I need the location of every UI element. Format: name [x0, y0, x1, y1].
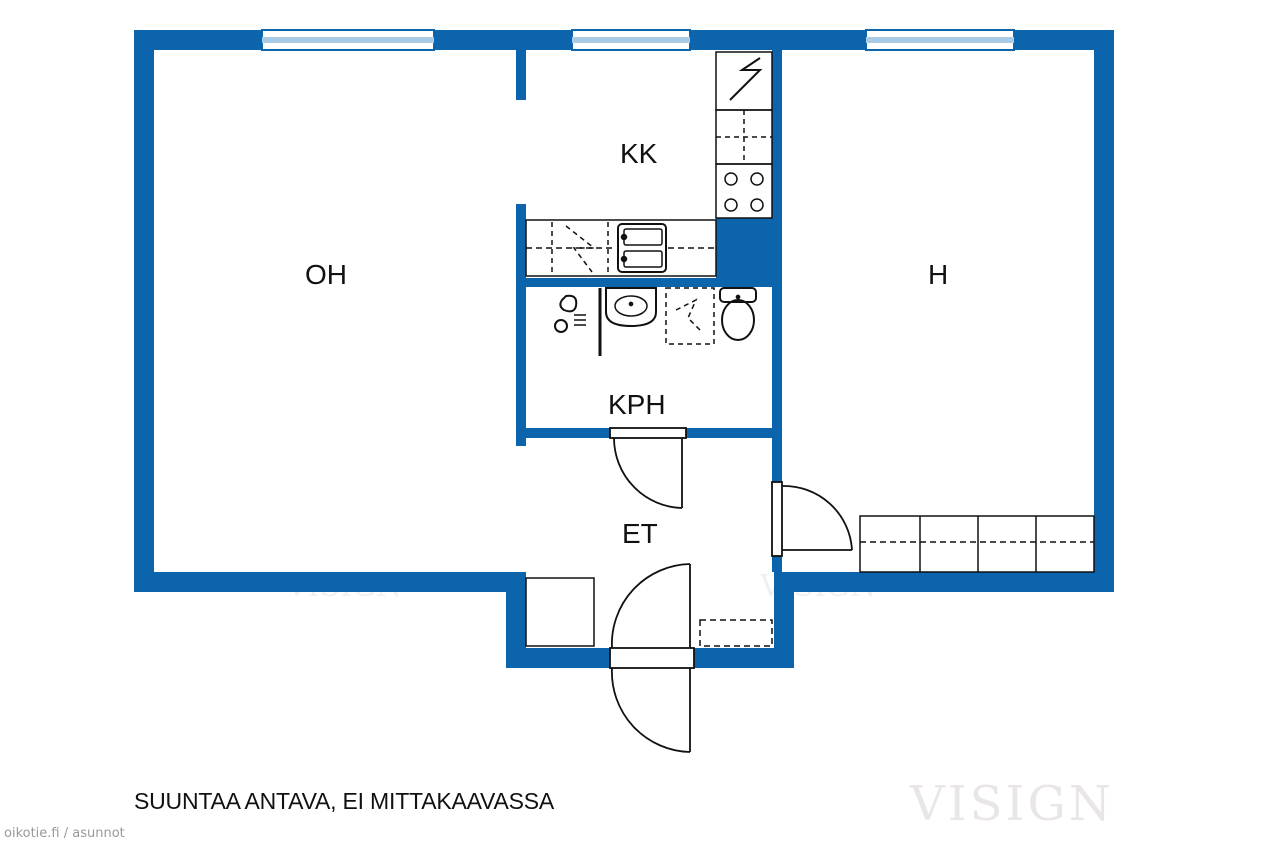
label-et: ET — [622, 518, 658, 549]
bedroom-door — [771, 481, 853, 557]
toilet — [719, 287, 757, 341]
label-kph: KPH — [608, 389, 666, 420]
counter — [525, 219, 717, 277]
washbasin — [605, 287, 657, 328]
window-oh — [261, 29, 435, 51]
hall-shelf — [699, 619, 773, 647]
bathroom-door — [609, 427, 687, 509]
fridge — [715, 51, 773, 111]
scale-note: SUUNTAA ANTAVA, EI MITTAKAAVASSA — [134, 788, 555, 814]
walls — [134, 30, 1114, 668]
bath-cabinet — [665, 287, 715, 345]
label-h: H — [928, 259, 948, 290]
stove — [715, 163, 773, 219]
window-h — [865, 29, 1015, 51]
hall-closet — [525, 577, 595, 647]
shower-tap — [554, 294, 586, 333]
window-kk — [571, 29, 691, 51]
watermark-logo: VISIGN — [910, 776, 1114, 832]
label-kk: KK — [620, 138, 658, 169]
kitchen-sink — [617, 223, 667, 273]
windows — [261, 29, 1015, 51]
source-credit: oikotie.fi / asunnot — [4, 826, 125, 841]
label-oh: OH — [305, 259, 347, 290]
entrance-door — [609, 563, 695, 753]
room-labels: OH KK H KPH ET — [305, 138, 948, 549]
bedroom-wardrobe — [859, 515, 1095, 573]
kitchen-fixtures — [525, 51, 773, 277]
doors — [609, 427, 853, 753]
bathroom-fixtures — [554, 287, 757, 356]
storage — [525, 515, 1095, 647]
